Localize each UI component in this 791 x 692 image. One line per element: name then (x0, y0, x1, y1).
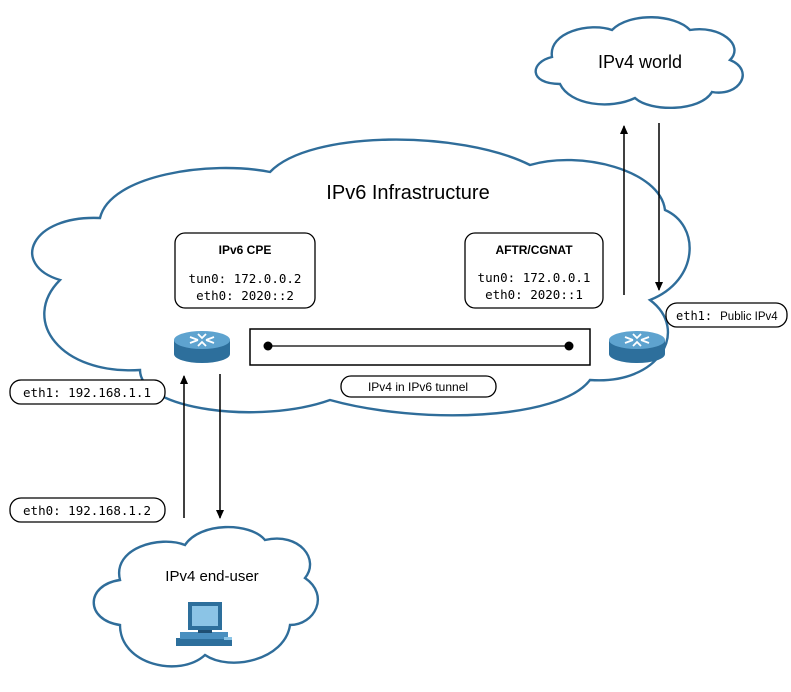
cpe-title: IPv6 CPE (219, 243, 272, 257)
ipv4-in-ipv6-tunnel (249, 328, 591, 366)
ipv4-world-cloud: IPv4 world (534, 16, 744, 109)
tunnel-label-tag: IPv4 in IPv6 tunnel (340, 375, 497, 398)
aftr-title: AFTR/CGNAT (495, 243, 573, 257)
cpe-info-box: IPv6 CPE tun0: 172.0.0.2 eth0: 2020::2 (174, 232, 316, 309)
cpe-tun0: tun0: 172.0.0.2 (189, 271, 302, 286)
cpe-eth0: eth0: 2020::2 (196, 288, 294, 303)
tunnel-endpoint-aftr (564, 341, 574, 351)
aftr-info-box: AFTR/CGNAT tun0: 172.0.0.1 eth0: 2020::1 (464, 232, 604, 309)
svg-text:eth1: Public IPv4: eth1: Public IPv4 (676, 309, 778, 323)
ipv4-end-user-cloud: IPv4 end-user (92, 525, 319, 668)
tunnel-endpoint-cpe (263, 341, 273, 351)
ipv4-end-user-title: IPv4 end-user (165, 568, 258, 585)
computer-icon (176, 602, 232, 646)
router-icon (174, 331, 230, 363)
cpe-eth1-tag: eth1: 192.168.1.1 (9, 379, 166, 405)
aftr-eth1-address: Public IPv4 (720, 311, 778, 323)
ipv4-world-title: IPv4 world (598, 52, 682, 72)
aftr-eth1-interface: eth1: (676, 309, 712, 323)
user-eth0-address: eth0: 192.168.1.2 (23, 503, 151, 518)
ipv6-infrastructure-title: IPv6 Infrastructure (326, 182, 489, 204)
aftr-eth0: eth0: 2020::1 (485, 287, 583, 302)
user-eth0-tag: eth0: 192.168.1.2 (9, 497, 166, 523)
tunnel-label: IPv4 in IPv6 tunnel (368, 380, 468, 394)
aftr-eth1-tag: eth1: Public IPv4 (665, 302, 788, 328)
cpe-eth1-address: eth1: 192.168.1.1 (23, 385, 151, 400)
aftr-tun0: tun0: 172.0.0.1 (478, 270, 591, 285)
router-icon (609, 331, 665, 363)
